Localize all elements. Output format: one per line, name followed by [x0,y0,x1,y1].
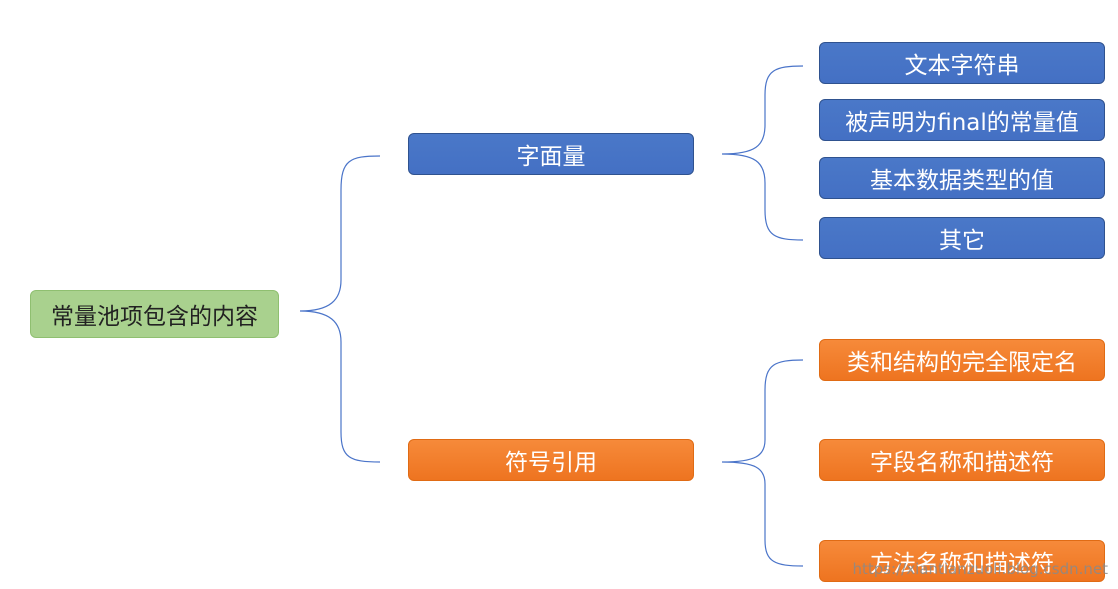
leaf-node-method-descriptor: 方法名称和描述符 [819,540,1105,582]
branch-node-literal: 字面量 [408,133,694,175]
leaf-label: 字段名称和描述符 [870,450,1054,476]
leaf-node-other: 其它 [819,217,1105,259]
leaf-label: 被声明为final的常量值 [845,110,1079,136]
branch-node-symbol-ref: 符号引用 [408,439,694,481]
leaf-node-text-string: 文本字符串 [819,42,1105,84]
root-node: 常量池项包含的内容 [30,290,279,338]
root-label: 常量池项包含的内容 [51,304,258,330]
leaf-node-primitive-value: 基本数据类型的值 [819,157,1105,199]
literal-bracket [721,65,804,241]
leaf-label: 类和结构的完全限定名 [847,350,1077,376]
leaf-label: 其它 [939,228,985,254]
branch-literal-label: 字面量 [516,144,586,170]
leaf-node-field-descriptor: 字段名称和描述符 [819,439,1105,481]
branch-symbol-label: 符号引用 [505,450,597,476]
leaf-label: 方法名称和描述符 [870,551,1054,577]
leaf-node-qualified-name: 类和结构的完全限定名 [819,339,1105,381]
root-bracket [299,155,381,463]
leaf-label: 基本数据类型的值 [870,168,1054,194]
leaf-node-final-constant: 被声明为final的常量值 [819,99,1105,141]
symbol-bracket [721,359,804,567]
leaf-label: 文本字符串 [904,53,1020,79]
watermark-text: https://xiantianzuoli.blog.csdn.net [852,560,1108,578]
